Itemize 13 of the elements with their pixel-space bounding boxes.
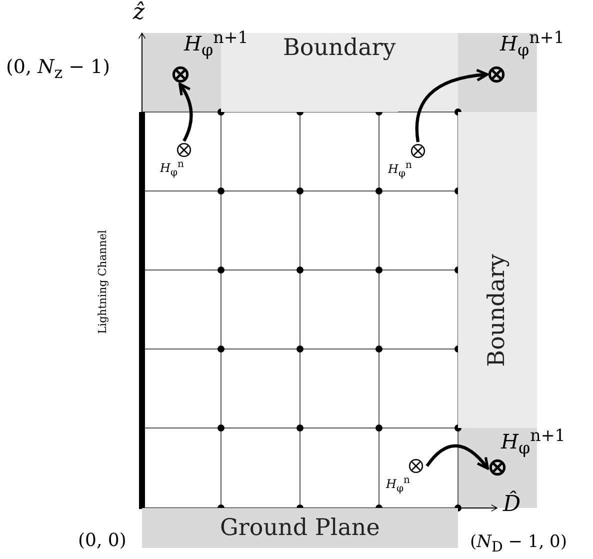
coordinate-label: (0, N$_{z}$ − 1) [6,58,110,81]
band-label: Ground Plane [220,516,380,540]
boundary-band [458,112,537,428]
curved-arrow [178,82,193,142]
band-label: Boundary [486,254,509,366]
coordinate-label: (N$_{D}$ − 1, 0) [470,534,567,555]
coordinate-label: (0, 0) [78,532,126,550]
ground-plane-band [142,508,458,548]
channel-label: Lightning Channel [97,230,108,334]
curved-arrow [426,444,490,470]
axis-label: ẑ [133,2,145,24]
curved-arrow [415,69,489,142]
band-label: Boundary [283,37,396,60]
